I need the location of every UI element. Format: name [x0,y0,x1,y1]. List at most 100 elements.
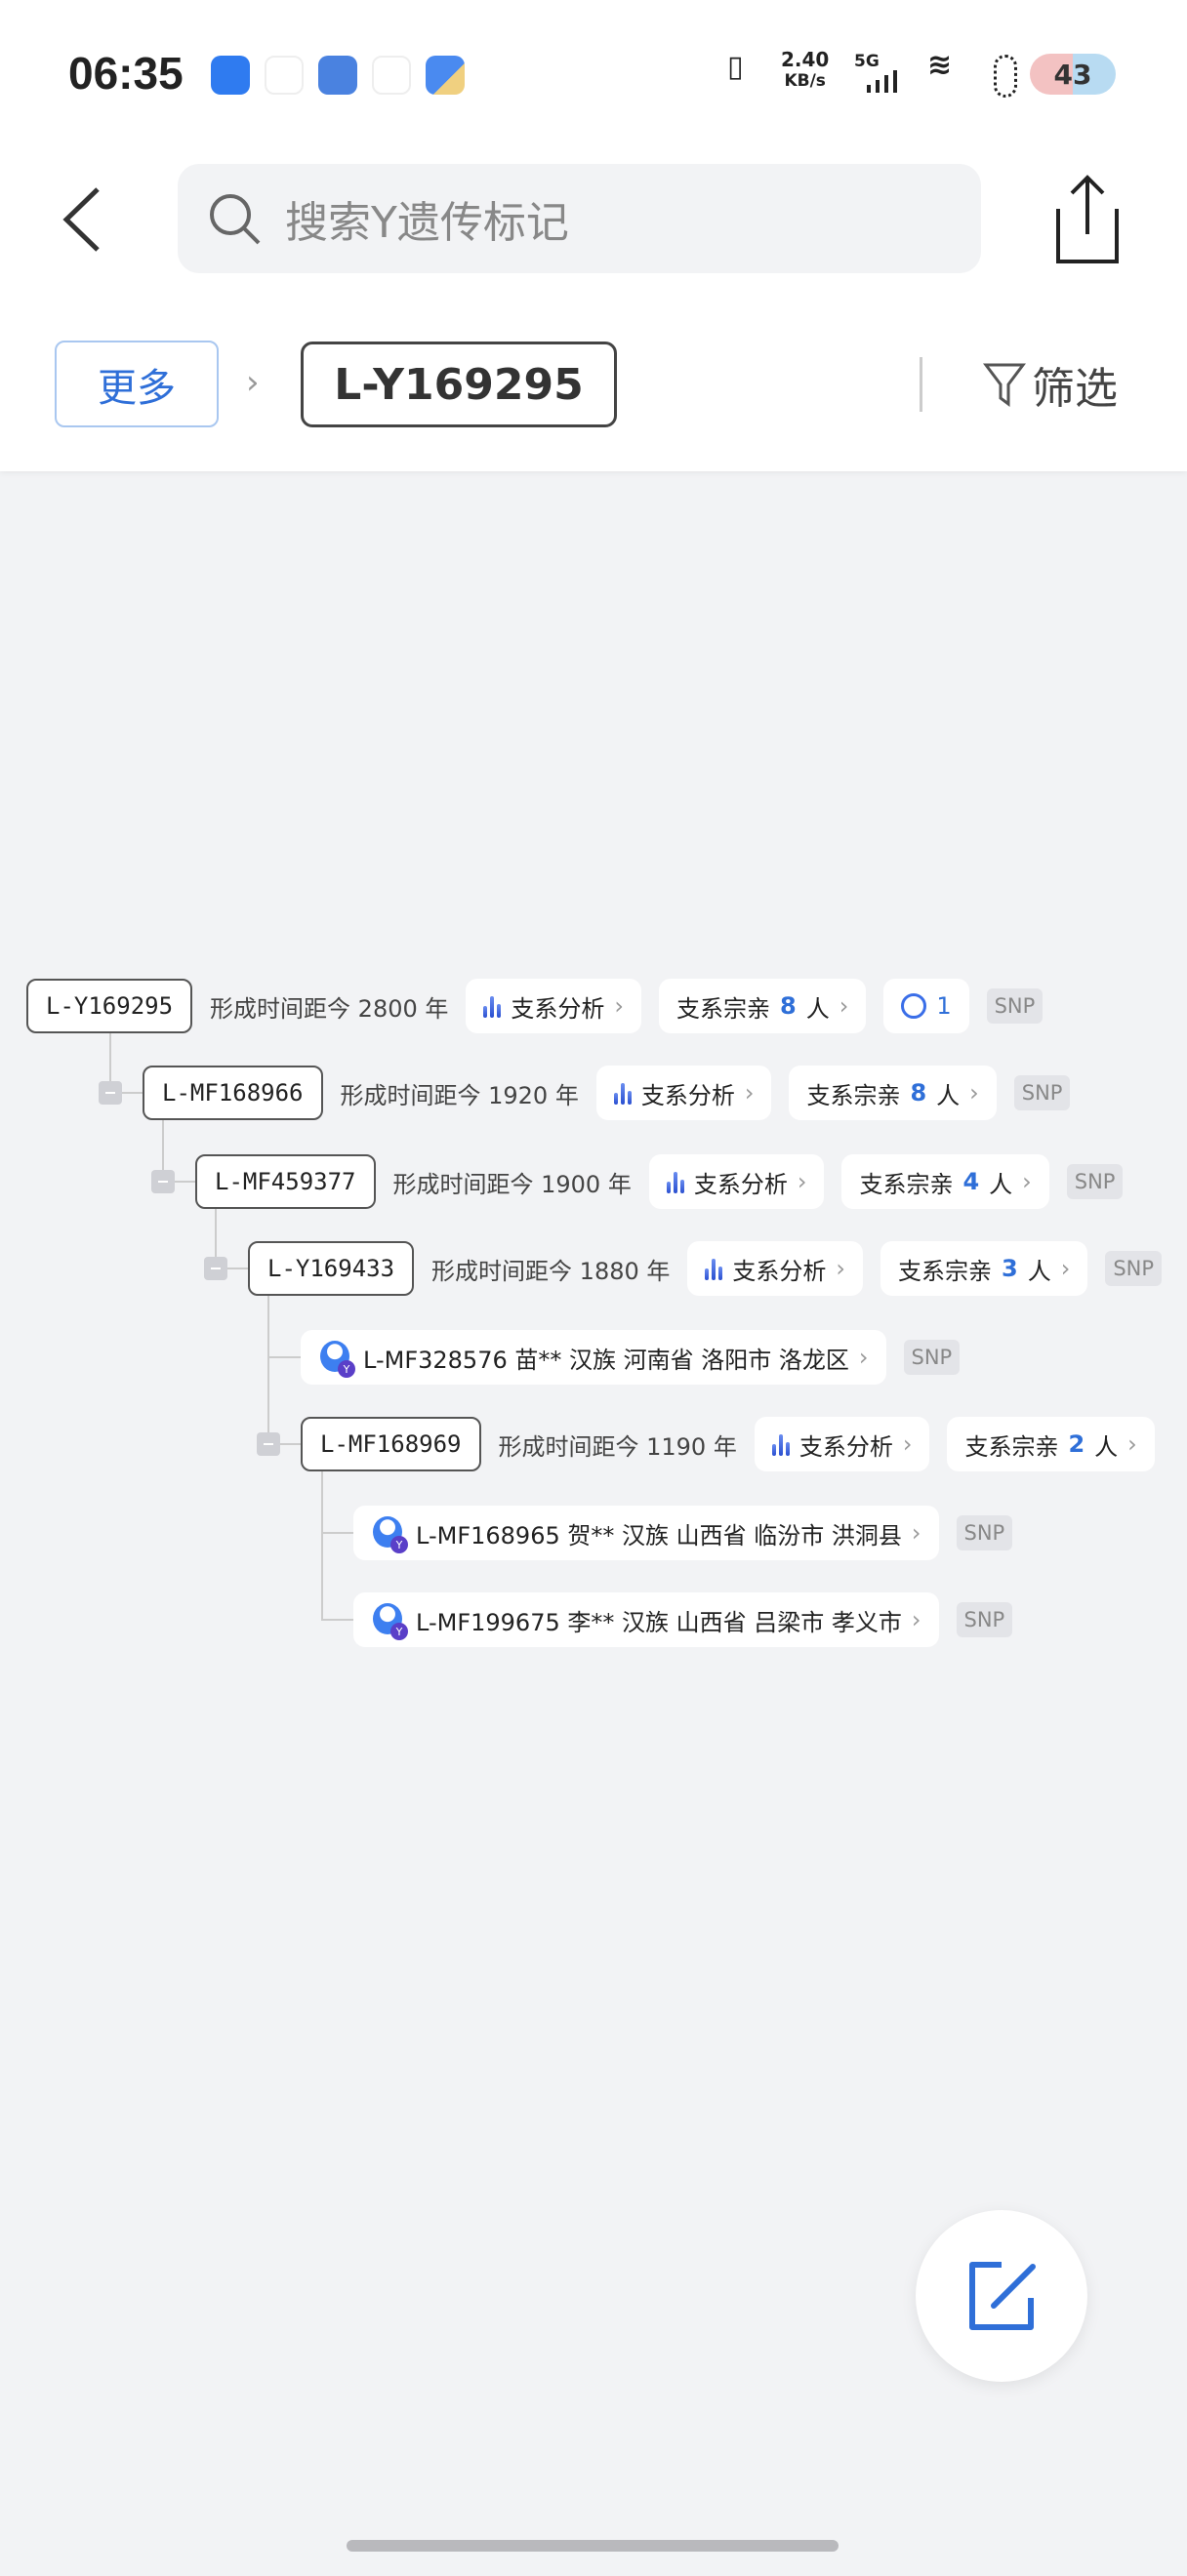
more-button[interactable]: 更多 [55,341,219,427]
bar-chart-icon [771,1432,790,1456]
branch-analysis-button[interactable]: 支系分析› [595,1066,772,1120]
branch-analysis-button[interactable]: 支系分析› [466,979,641,1033]
tree-line [321,1619,353,1621]
chevron-right-icon: › [911,1519,921,1547]
app-icon [265,56,304,95]
chevron-right-icon: › [246,363,260,402]
filter-icon [983,363,1026,407]
search-placeholder: 搜索Y遗传标记 [285,198,569,248]
battery: 43 [1030,54,1116,95]
user-avatar-icon: Y [318,1339,355,1378]
tree-line [215,1208,217,1268]
chevron-right-icon: › [1127,1430,1137,1458]
haplogroup-node[interactable]: L-Y169295 [26,979,193,1033]
signal-icon [867,70,897,93]
chevron-right-icon: › [836,1255,845,1282]
haplogroup-node[interactable]: L-Y169433 [248,1241,415,1296]
chevron-right-icon: › [797,1168,807,1195]
snp-badge[interactable]: SNP [956,1515,1013,1550]
collapse-toggle[interactable] [257,1432,280,1456]
edit-fab-button[interactable] [916,2210,1087,2382]
tree-line [109,1032,111,1093]
chevron-right-icon: › [902,1430,913,1458]
snp-badge[interactable]: SNP [1105,1251,1163,1286]
branch-analysis-button[interactable]: 支系分析› [687,1241,863,1296]
snp-badge[interactable]: SNP [956,1602,1013,1637]
back-button[interactable] [61,185,103,254]
chevron-right-icon: › [969,1079,979,1107]
breadcrumb-current[interactable]: L-Y169295 [301,342,617,427]
haplogroup-node[interactable]: L-MF459377 [195,1154,376,1209]
snp-badge[interactable]: SNP [986,988,1044,1024]
haplogroup-node[interactable]: L-MF168966 [143,1066,323,1120]
search-input[interactable]: 搜索Y遗传标记 [178,164,981,273]
back-icon [62,187,100,252]
bar-chart-icon [613,1081,632,1105]
comments-button[interactable]: 1 [883,979,969,1033]
chevron-right-icon: › [614,992,624,1020]
tree-line [215,1268,248,1269]
snp-badge[interactable]: SNP [1066,1164,1124,1199]
search-icon [210,194,261,245]
collapse-toggle[interactable] [204,1257,227,1280]
tree-line [267,1443,301,1445]
formation-age: 形成时间距今 1900 年 [392,1170,632,1198]
chevron-right-icon: › [1060,1255,1071,1282]
bar-chart-icon [705,1257,723,1280]
tree-line [321,1532,353,1534]
wifi-icon: ≋ [927,48,953,82]
collapse-toggle[interactable] [99,1081,122,1105]
chevron-right-icon: › [744,1079,755,1107]
app-icon [426,56,465,95]
filter-button[interactable]: 筛选 [983,353,1118,416]
chevron-right-icon: › [858,1344,869,1371]
status-time: 06:35 [68,48,184,99]
tree-line [321,1470,323,1620]
tree-line [267,1295,269,1444]
branch-analysis-button[interactable]: 支系分析› [648,1154,825,1209]
formation-age: 形成时间距今 1880 年 [431,1257,671,1285]
divider [920,357,922,412]
snp-badge[interactable]: SNP [1013,1075,1071,1110]
share-icon [1056,175,1119,263]
share-button[interactable] [1054,174,1121,269]
filter-label: 筛选 [1032,364,1118,414]
snp-badge[interactable]: SNP [903,1340,961,1375]
comment-icon [901,993,927,1019]
chevron-right-icon: › [839,992,849,1020]
tree-line [162,1119,164,1182]
network-type: 5G [854,52,880,71]
tree-line [162,1181,195,1183]
user-avatar-icon: Y [371,1601,408,1640]
collapse-toggle[interactable] [151,1170,175,1193]
haplogroup-node[interactable]: L-MF168969 [301,1417,481,1471]
formation-age: 形成时间距今 1190 年 [498,1432,737,1461]
vibrate-icon: ▯ [727,50,744,84]
branch-analysis-button[interactable]: 支系分析› [754,1417,930,1471]
formation-age: 形成时间距今 1920 年 [340,1081,579,1109]
formation-age: 形成时间距今 2800 年 [210,994,449,1023]
app-icon [372,56,411,95]
bar-chart-icon [483,994,502,1018]
app-icon [318,56,357,95]
home-indicator[interactable] [347,2540,839,2552]
tree-line [267,1356,301,1358]
